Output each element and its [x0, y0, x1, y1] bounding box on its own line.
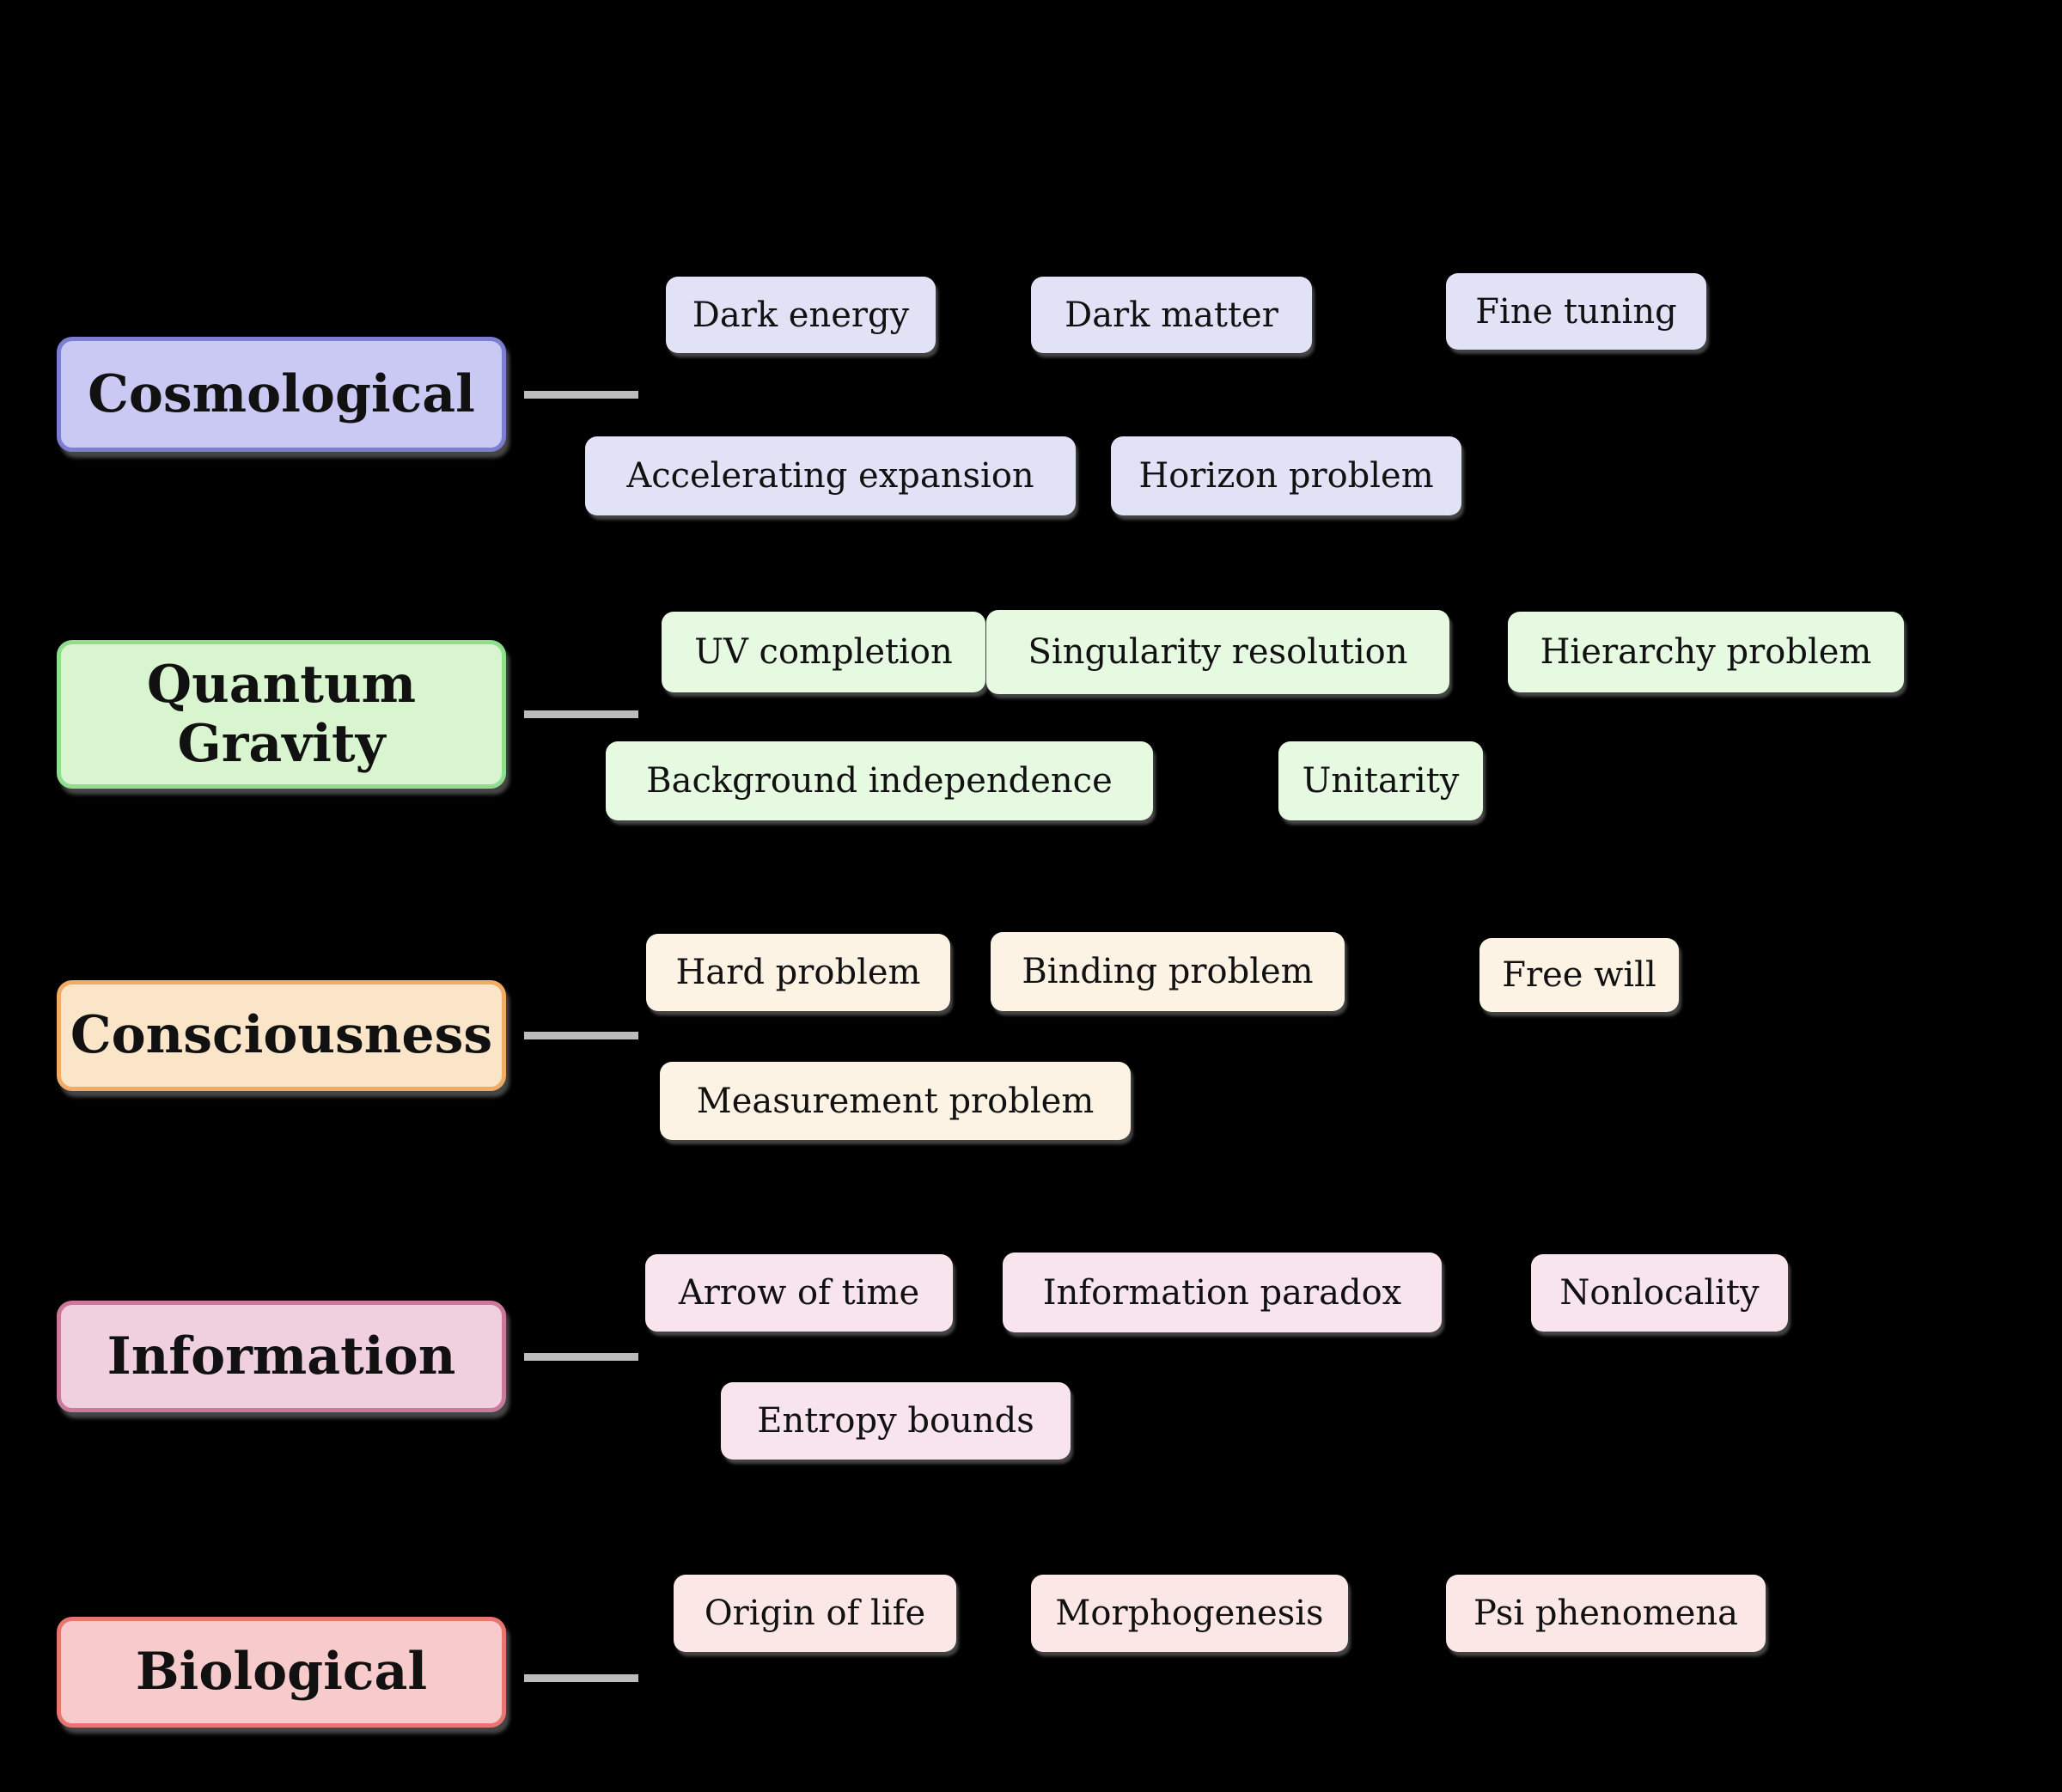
topic-label: Unitarity [1302, 761, 1460, 801]
topic-label: Free will [1502, 955, 1656, 995]
connector-line-biological [524, 1674, 638, 1682]
topic-label: Hierarchy problem [1540, 632, 1872, 672]
topic-morphogenesis: Morphogenesis [1031, 1575, 1348, 1652]
topic-label: Dark matter [1065, 295, 1278, 335]
topic-label: Fine tuning [1475, 291, 1677, 332]
topic-fine-tuning: Fine tuning [1446, 273, 1706, 350]
topic-label: Nonlocality [1559, 1273, 1760, 1313]
topic-label: Morphogenesis [1055, 1594, 1324, 1633]
category-consciousness: Consciousness [57, 980, 506, 1091]
topic-hierarchy-problem: Hierarchy problem [1508, 612, 1904, 692]
topic-label: UV completion [694, 632, 953, 672]
category-information-label: Information [107, 1326, 456, 1387]
topic-singularity-resolution: Singularity resolution [986, 610, 1449, 694]
topic-binding-problem: Binding problem [991, 932, 1345, 1011]
topic-label: Psi phenomena [1473, 1594, 1738, 1633]
topic-background-independence: Background independence [606, 741, 1153, 820]
topic-nonlocality: Nonlocality [1531, 1254, 1788, 1332]
category-information: Information [57, 1301, 506, 1412]
topic-origin-of-life: Origin of life [674, 1575, 956, 1652]
topic-dark-matter: Dark matter [1031, 277, 1312, 353]
topic-dark-energy: Dark energy [666, 277, 936, 353]
topic-information-paradox: Information paradox [1003, 1253, 1442, 1332]
topic-label: Measurement problem [696, 1081, 1095, 1121]
topic-label: Origin of life [704, 1594, 926, 1633]
category-biological-label: Biological [135, 1642, 428, 1702]
topic-label: Horizon problem [1138, 456, 1434, 496]
topic-label: Hard problem [675, 953, 921, 992]
topic-label: Background independence [646, 761, 1113, 801]
topic-psi-phenomena: Psi phenomena [1446, 1575, 1766, 1652]
category-cosmological-label: Cosmological [88, 363, 475, 424]
connector-line-information [524, 1353, 638, 1361]
category-quantum-gravity: Quantum Gravity [57, 640, 506, 789]
topic-unitarity: Unitarity [1278, 741, 1483, 820]
topic-horizon-problem: Horizon problem [1111, 436, 1461, 515]
topic-uv-completion: UV completion [662, 612, 985, 692]
connector-line-consciousness [524, 1032, 638, 1039]
topic-label: Arrow of time [678, 1273, 920, 1313]
topic-label: Singularity resolution [1028, 632, 1408, 672]
topic-label: Entropy bounds [757, 1401, 1034, 1441]
topic-measurement-problem: Measurement problem [660, 1062, 1131, 1140]
topic-label: Binding problem [1022, 952, 1314, 991]
topic-free-will: Free will [1479, 938, 1679, 1012]
connector-line-quantum-gravity [524, 710, 638, 718]
category-cosmological: Cosmological [57, 337, 506, 452]
topic-arrow-of-time: Arrow of time [645, 1254, 953, 1332]
topic-accelerating-expansion: Accelerating expansion [585, 436, 1076, 515]
topic-label: Information paradox [1042, 1272, 1402, 1313]
topic-hard-problem: Hard problem [646, 934, 950, 1011]
connector-line-cosmological [524, 391, 638, 399]
category-consciousness-label: Consciousness [70, 1005, 493, 1065]
category-biological: Biological [57, 1617, 506, 1728]
topic-label: Dark energy [692, 295, 910, 335]
topic-entropy-bounds: Entropy bounds [721, 1382, 1071, 1460]
category-quantum-gravity-label: Quantum Gravity [146, 654, 417, 774]
topic-label: Accelerating expansion [626, 456, 1034, 496]
